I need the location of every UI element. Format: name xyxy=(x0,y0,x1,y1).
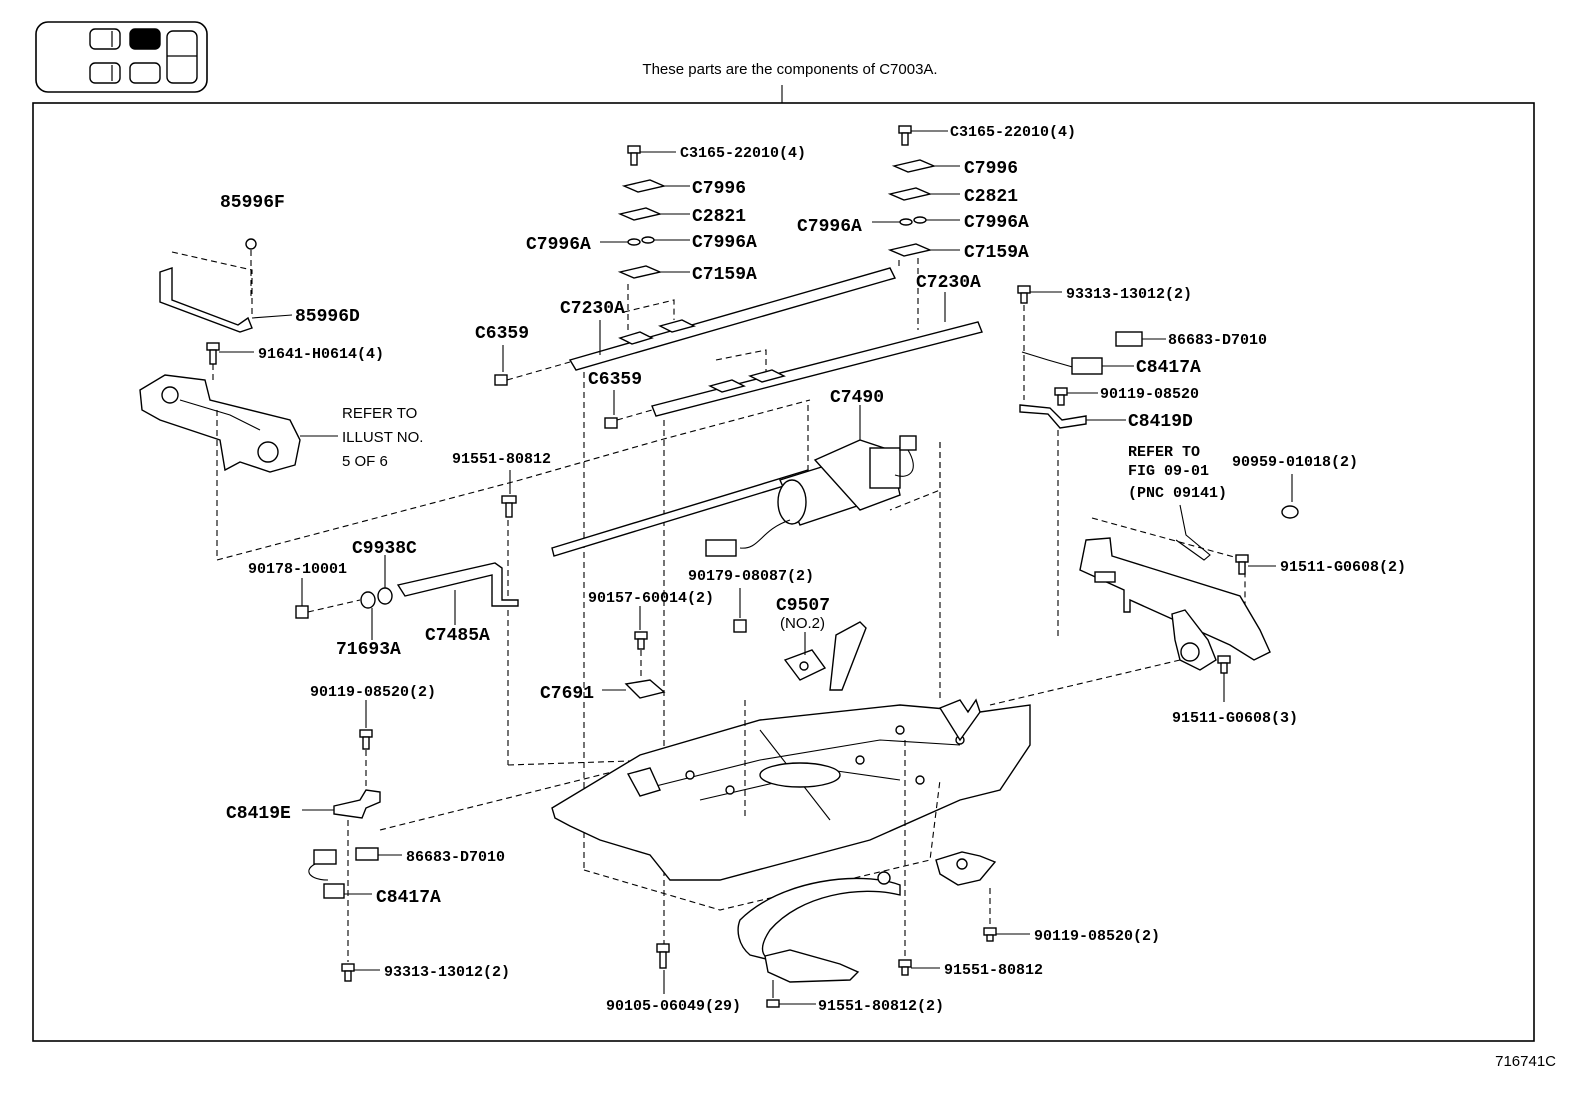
label-c7159A-left: C7159A xyxy=(692,265,757,285)
diagram-frame xyxy=(32,102,1535,1042)
label-c7230A-right: C7230A xyxy=(916,273,981,293)
label-93313-top: 93313-13012(2) xyxy=(1066,286,1192,303)
bolt-90105-drawing xyxy=(656,943,670,994)
label-90119-left: 90119-08520(2) xyxy=(310,684,436,701)
cover-plate-drawing xyxy=(737,871,901,1008)
clip-90959-drawing xyxy=(1175,474,1299,561)
label-c9507: C9507 xyxy=(776,596,830,616)
label-c2821-right: C2821 xyxy=(964,187,1018,207)
label-85996D: 85996D xyxy=(295,307,360,327)
nut-90179-drawing xyxy=(733,588,747,633)
harness-c8419E-drawing xyxy=(302,700,741,982)
refer-right-line3: (PNC 09141) xyxy=(1128,485,1227,502)
label-c7996A-right-r: C7996A xyxy=(964,213,1029,233)
label-c3165-right: C3165-22010(4) xyxy=(950,124,1076,141)
label-90119-top: 90119-08520 xyxy=(1100,386,1199,403)
rail-upper-drawing xyxy=(568,260,900,870)
label-91641: 91641-H0614(4) xyxy=(258,346,384,363)
label-91551-bot: 91551-80812(2) xyxy=(818,998,944,1015)
label-91511-bot: 91511-G0608(3) xyxy=(1172,710,1298,727)
refer-right-line2: FIG 09-01 xyxy=(1128,463,1209,480)
clip-c6359-left-drawing xyxy=(494,345,571,386)
rail-stack-right-drawing xyxy=(872,125,960,257)
refer-left-line2: ILLUST NO. xyxy=(342,429,423,446)
label-c7996A-left-r: C7996A xyxy=(692,233,757,253)
label-71693A: 71693A xyxy=(336,640,401,660)
label-85996F: 85996F xyxy=(220,193,285,213)
label-86683-top: 86683-D7010 xyxy=(1168,332,1267,349)
label-90105: 90105-06049(29) xyxy=(606,998,741,1015)
label-90178: 90178-10001 xyxy=(248,561,347,578)
bracket-85996D-drawing xyxy=(159,238,293,333)
link-c7485A-drawing xyxy=(396,562,519,625)
label-90157: 90157-60014(2) xyxy=(588,590,714,607)
label-91551-left: 91551-80812 xyxy=(452,451,551,468)
label-c3165-left: C3165-22010(4) xyxy=(680,145,806,162)
label-c7159A-right: C7159A xyxy=(964,243,1029,263)
label-c6359-mid: C6359 xyxy=(588,370,642,390)
label-c6359-left: C6359 xyxy=(475,324,529,344)
label-c7996-right: C7996 xyxy=(964,159,1018,179)
bracket-right-drawing xyxy=(989,517,1276,706)
bolt-91551-right-drawing xyxy=(898,959,940,976)
refer-right-line1: REFER TO xyxy=(1128,444,1200,461)
label-c7996-left: C7996 xyxy=(692,179,746,199)
label-c7230A-left: C7230A xyxy=(560,299,625,319)
harness-c8417A-top-drawing xyxy=(1017,285,1166,640)
bracket-lower-right-drawing xyxy=(935,851,1030,942)
label-c9938C: C9938C xyxy=(352,539,417,559)
label-90119-right: 90119-08520(2) xyxy=(1034,928,1160,945)
label-86683-bot: 86683-D7010 xyxy=(406,849,505,866)
label-c7996A-right-l: C7996A xyxy=(797,217,862,237)
seat-track-mechanism-drawing xyxy=(139,374,338,560)
rail-stack-left-drawing xyxy=(600,145,690,279)
header-note: These parts are the components of C7003A… xyxy=(642,61,937,78)
label-c9507-no: (NO.2) xyxy=(780,615,825,632)
label-90959: 90959-01018(2) xyxy=(1232,454,1358,471)
refer-left-line3: 5 OF 6 xyxy=(342,453,388,470)
bracket-c9507-drawing xyxy=(783,621,867,691)
label-c7996A-left-l: C7996A xyxy=(526,235,591,255)
clip-c7691-drawing xyxy=(602,606,666,699)
bolt-91641-drawing xyxy=(206,342,254,380)
label-c8419E: C8419E xyxy=(226,804,291,824)
refer-left-line1: REFER TO xyxy=(342,405,417,422)
footer-id: 716741C xyxy=(1495,1053,1556,1070)
label-93313-bot: 93313-13012(2) xyxy=(384,964,510,981)
label-c8419D: C8419D xyxy=(1128,412,1193,432)
label-91551-right: 91551-80812 xyxy=(944,962,1043,979)
label-c2821-left: C2821 xyxy=(692,207,746,227)
label-c7691: C7691 xyxy=(540,684,594,704)
label-c8417A-top: C8417A xyxy=(1136,358,1201,378)
label-c7490: C7490 xyxy=(830,388,884,408)
label-c7485A: C7485A xyxy=(425,626,490,646)
seat-position-indicator-icon xyxy=(35,21,208,93)
bolt-91551-left-drawing xyxy=(501,470,741,766)
seat-base-frame-drawing xyxy=(551,442,1031,960)
label-91511-top: 91511-G0608(2) xyxy=(1280,559,1406,576)
motor-c7490-drawing xyxy=(551,405,941,557)
label-c8417A-bot: C8417A xyxy=(376,888,441,908)
clip-c6359-mid-drawing xyxy=(604,390,653,429)
label-90179: 90179-08087(2) xyxy=(688,568,814,585)
washer-c9938C-drawing xyxy=(295,555,393,640)
